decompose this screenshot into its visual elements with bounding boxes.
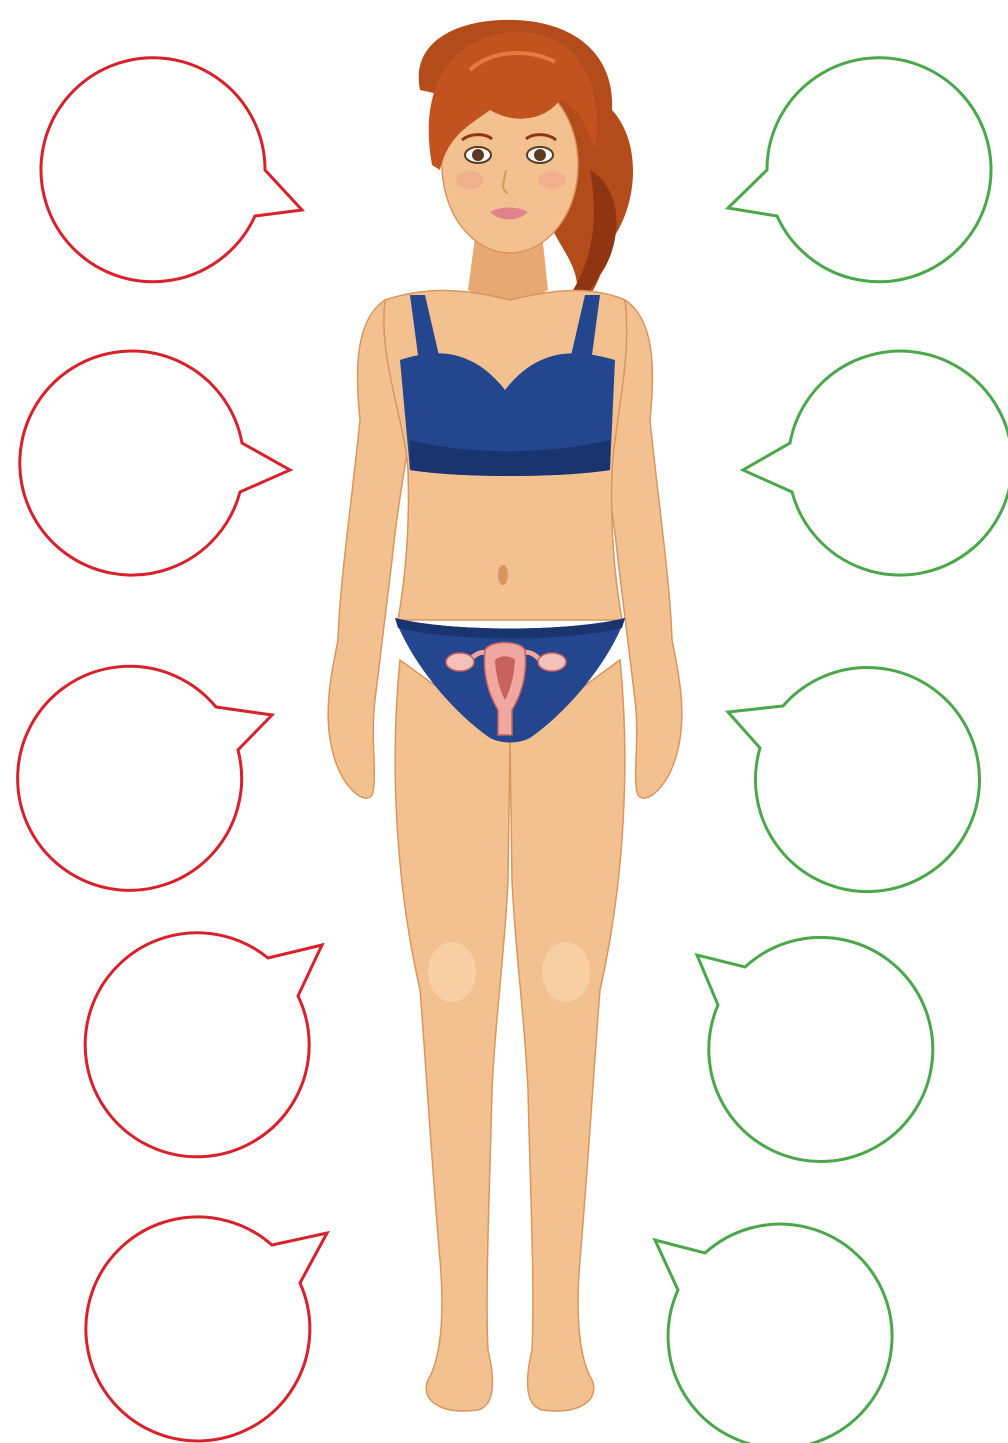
- left-bubbles: [18, 58, 327, 1441]
- left-bubble-2[interactable]: [20, 351, 290, 575]
- left-bubble-5[interactable]: [86, 1217, 327, 1441]
- legs: [395, 660, 625, 1411]
- right-bubble-4[interactable]: [697, 937, 933, 1161]
- female-body-figure: [328, 20, 682, 1411]
- left-bubble-1[interactable]: [41, 58, 302, 282]
- right-bubble-2[interactable]: [743, 351, 1008, 575]
- right-bubbles: [655, 58, 1008, 1443]
- navel: [498, 565, 508, 585]
- right-bubble-1[interactable]: [728, 58, 991, 282]
- left-bubble-4[interactable]: [85, 933, 322, 1157]
- right-bubble-5[interactable]: [655, 1224, 892, 1443]
- right-bubble-3[interactable]: [728, 668, 979, 892]
- left-bubble-3[interactable]: [18, 666, 272, 890]
